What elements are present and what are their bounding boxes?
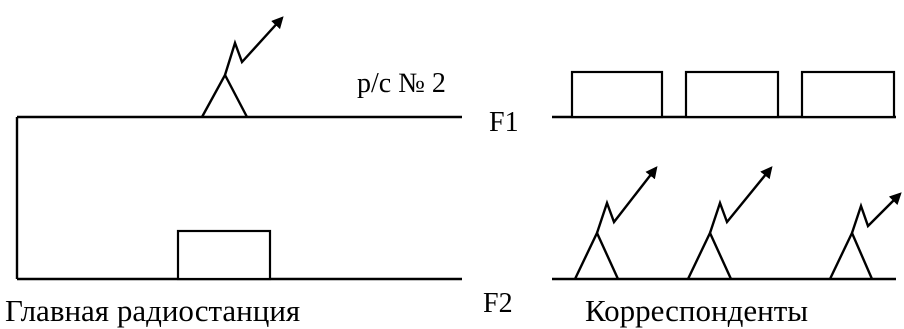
correspondents-caption: Корреспонденты bbox=[585, 293, 808, 328]
correspondent-antennas bbox=[573, 166, 902, 280]
station-label: р/с № 2 bbox=[357, 68, 446, 99]
antenna-icon bbox=[686, 166, 773, 280]
antenna-wave-arrow bbox=[595, 166, 658, 234]
antenna-mast bbox=[828, 230, 874, 280]
block-icon bbox=[570, 70, 664, 119]
block-icon bbox=[176, 229, 272, 281]
antenna-icon bbox=[200, 16, 284, 118]
correspondent-blocks bbox=[570, 70, 896, 119]
antenna-wave-arrow bbox=[708, 166, 773, 234]
block-icon bbox=[800, 70, 896, 119]
frequency-label-f1: F1 bbox=[489, 107, 519, 138]
antenna-icon bbox=[828, 192, 902, 280]
antenna-wave-arrow bbox=[850, 192, 902, 234]
antenna-wave-arrow bbox=[223, 16, 284, 76]
antenna-mast bbox=[200, 72, 249, 118]
frequency-label-f2: F2 bbox=[483, 288, 513, 319]
antenna-icon bbox=[573, 166, 658, 280]
antenna-mast bbox=[573, 230, 620, 280]
block-icon bbox=[684, 70, 780, 119]
main-station-caption: Главная радиостанция bbox=[5, 293, 300, 328]
antenna-mast bbox=[686, 230, 733, 280]
